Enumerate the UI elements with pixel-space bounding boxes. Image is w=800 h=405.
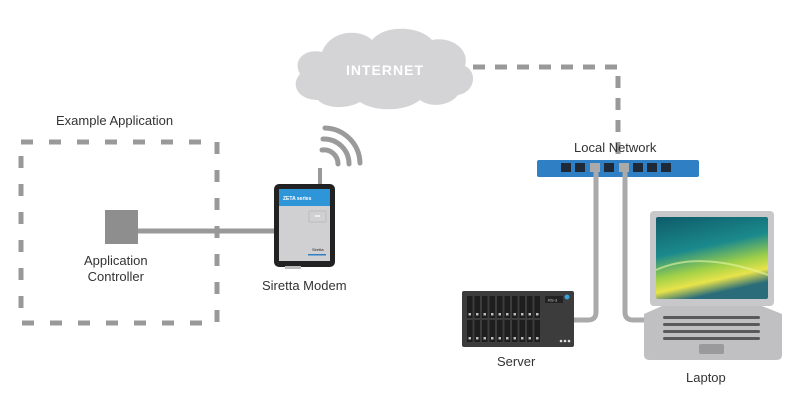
drive-bay [534,320,540,342]
internet-link-dashed [473,64,621,160]
drive-led [498,337,501,340]
controller-label-line1: Application [84,253,148,268]
drive-led [521,313,524,316]
laptop-label: Laptop [686,370,726,385]
example-app-label: Example Application [56,113,174,128]
drive-led [528,337,531,340]
drive-led [536,337,539,340]
drive-bay [512,320,518,342]
controller-label: Application Controller [84,253,148,285]
drive-bay [504,320,510,342]
drive-led [536,313,539,316]
drive-bay [504,296,510,318]
drive-led [468,337,471,340]
modem-maker-text: Siretta [312,247,324,252]
cloud-label: INTERNET [346,62,424,78]
drive-bay [467,320,473,342]
internet-cloud: INTERNET [295,28,474,110]
drive-led [491,313,494,316]
controller-box-icon [105,210,138,244]
wireless-signal-icon [319,125,363,167]
drive-led [483,337,486,340]
drive-led [528,313,531,316]
drive-bay [489,296,495,318]
laptop-icon [644,211,782,360]
drive-bay [474,296,480,318]
drive-bay [482,296,488,318]
drive-bay [534,296,540,318]
drive-led [498,313,501,316]
server-label: Server [497,354,536,369]
drive-led [491,337,494,340]
drive-bay [519,320,525,342]
drive-bay [497,320,503,342]
drive-bay [519,296,525,318]
server-icon: RS-3 [462,291,574,347]
drive-bay [527,320,533,342]
cloud-icon [295,28,474,110]
drive-bay [497,296,503,318]
drive-bay [482,320,488,342]
drive-bay [467,296,473,318]
drive-led [513,313,516,316]
network-switch-icon [537,160,699,177]
drive-led [513,337,516,340]
drive-led [506,337,509,340]
drive-led [521,337,524,340]
drive-led [468,313,471,316]
drive-led [476,313,479,316]
server-badge-text: RS-3 [548,298,558,303]
drive-bay [489,320,495,342]
modem-brand-text: ZETA series [283,196,312,202]
server-cable [572,172,599,323]
drive-led [506,313,509,316]
drive-bay [512,296,518,318]
drive-led [483,313,486,316]
laptop-cable [622,172,648,323]
modem-icon: ZETA series Siretta [274,168,335,269]
switch-label: Local Network [574,140,657,155]
controller-label-line2: Controller [87,269,144,284]
drive-led [476,337,479,340]
drive-bay [527,296,533,318]
modem-label: Siretta Modem [262,278,347,293]
drive-bay [474,320,480,342]
